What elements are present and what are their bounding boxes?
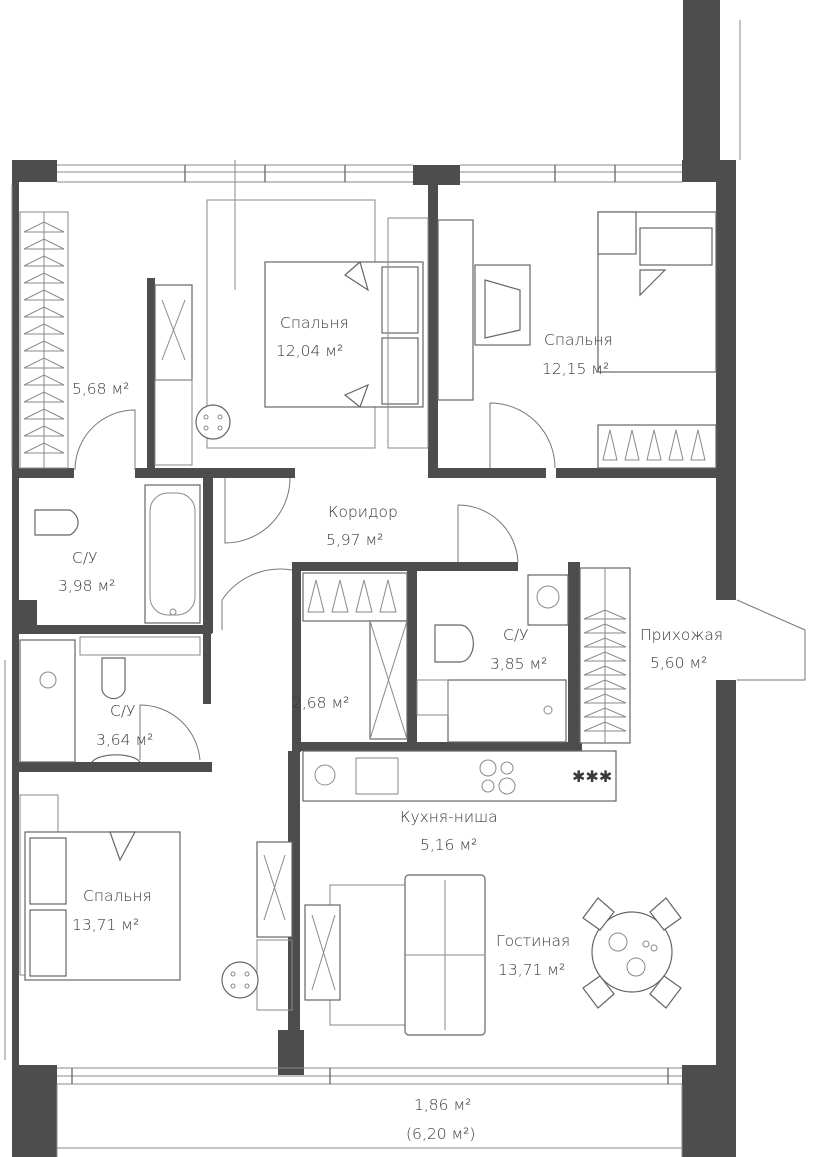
walls bbox=[12, 0, 736, 1157]
bath-2-area: 3,64 м² bbox=[96, 731, 153, 749]
hanger-icon bbox=[583, 693, 627, 704]
bedroom-1-area: 12,04 м² bbox=[276, 342, 343, 360]
hanger-icon bbox=[379, 579, 397, 613]
hanger-icon bbox=[583, 707, 627, 718]
living-area: 13,71 м² bbox=[498, 961, 565, 979]
storage-furniture bbox=[302, 572, 408, 740]
bedroom-1-name: Спальня bbox=[280, 314, 349, 332]
hanger-icon bbox=[668, 429, 684, 461]
room-labels: 5,68 м² Спальня 12,04 м² Спальня 12,15 м… bbox=[58, 314, 723, 1143]
bedroom-3-furniture bbox=[19, 794, 293, 1011]
bath-3-name: С/У bbox=[503, 626, 529, 644]
bath-1-area: 3,98 м² bbox=[58, 577, 115, 595]
svg-text:✱✱✱: ✱✱✱ bbox=[572, 767, 612, 786]
doors bbox=[74, 402, 806, 761]
balcony-area-full: (6,20 м²) bbox=[406, 1125, 475, 1143]
hanger-icon bbox=[23, 340, 65, 352]
bath-1-name: С/У bbox=[72, 549, 98, 567]
hanger-icon bbox=[23, 357, 65, 369]
hanger-icon bbox=[602, 429, 618, 461]
hanger-icon bbox=[690, 429, 706, 461]
bedroom-2-furniture bbox=[437, 211, 717, 469]
living-furniture bbox=[304, 874, 682, 1036]
bedroom-1-furniture bbox=[154, 160, 429, 466]
storage-area: 2,68 м² bbox=[292, 694, 349, 712]
bath-2-name: С/У bbox=[110, 702, 136, 720]
hanger-icon bbox=[23, 391, 65, 403]
hanger-icon bbox=[331, 579, 349, 613]
hanger-icon bbox=[23, 238, 65, 250]
hanger-icon bbox=[583, 651, 627, 662]
hanger-icon bbox=[583, 623, 627, 634]
hanger-icon bbox=[23, 289, 65, 301]
windows bbox=[4, 20, 741, 1157]
hallway-area: 5,60 м² bbox=[650, 654, 707, 672]
hanger-icon bbox=[23, 323, 65, 335]
bath-3-area: 3,85 м² bbox=[490, 655, 547, 673]
hallway-wardrobe bbox=[579, 567, 631, 744]
hanger-icon bbox=[646, 429, 662, 461]
hanger-icon bbox=[583, 721, 627, 732]
bedroom-3-area: 13,71 м² bbox=[72, 916, 139, 934]
hanger-icon bbox=[355, 579, 373, 613]
hallway-name: Прихожая bbox=[640, 626, 723, 644]
wardrobe-area: 5,68 м² bbox=[72, 380, 129, 398]
hanger-icon bbox=[583, 665, 627, 676]
bedroom-2-area: 12,15 м² bbox=[542, 360, 609, 378]
wardrobe-hangers bbox=[19, 211, 69, 469]
corridor-area: 5,97 м² bbox=[326, 531, 383, 549]
hanger-icon bbox=[583, 679, 627, 690]
hanger-icon bbox=[307, 579, 325, 613]
living-name: Гостиная bbox=[496, 932, 570, 950]
bathroom-fixtures bbox=[19, 484, 569, 763]
kitchen-area: 5,16 м² bbox=[420, 836, 477, 854]
hanger-icon bbox=[23, 221, 65, 233]
hanger-icon bbox=[23, 442, 65, 454]
hanger-icon bbox=[23, 255, 65, 267]
kitchen-fixtures: ✱✱✱ bbox=[302, 750, 617, 802]
hanger-icon bbox=[583, 637, 627, 648]
hanger-icon bbox=[624, 429, 640, 461]
hanger-icon bbox=[23, 374, 65, 386]
corridor-name: Коридор bbox=[328, 503, 398, 521]
hanger-icon bbox=[23, 306, 65, 318]
balcony-area: 1,86 м² bbox=[414, 1096, 471, 1114]
hanger-icon bbox=[23, 272, 65, 284]
hanger-icon bbox=[23, 408, 65, 420]
hanger-icon bbox=[23, 425, 65, 437]
hanger-icon bbox=[583, 609, 627, 620]
bedroom-3-name: Спальня bbox=[83, 887, 152, 905]
bedroom-2-name: Спальня bbox=[544, 331, 613, 349]
kitchen-name: Кухня-ниша bbox=[400, 808, 498, 826]
